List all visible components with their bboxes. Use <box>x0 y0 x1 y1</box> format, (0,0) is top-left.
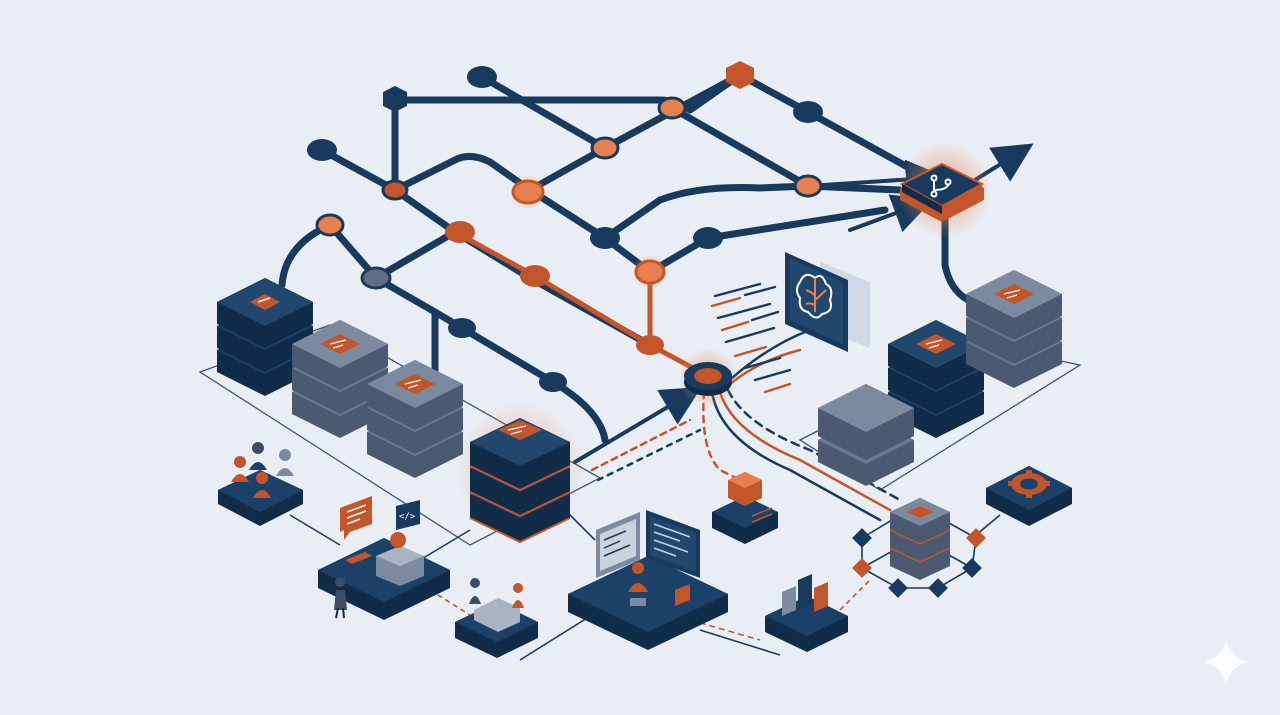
document-icon <box>250 294 280 310</box>
workstation-platform-1 <box>318 532 450 620</box>
network-nodes <box>307 61 823 396</box>
node <box>539 372 567 392</box>
node <box>467 66 497 88</box>
node-orange <box>636 335 664 355</box>
document-icon <box>916 334 956 354</box>
code-tag-label: </> <box>399 512 416 522</box>
ai-brain-panel <box>785 252 870 352</box>
node-orange <box>381 179 409 201</box>
node-orange <box>511 179 545 205</box>
node-orange <box>657 96 687 120</box>
hex-node <box>962 558 982 578</box>
node <box>360 266 392 290</box>
server-stack-navy-left <box>217 278 313 396</box>
node-orange <box>315 213 345 237</box>
developer-platform <box>568 510 728 650</box>
monitor-left <box>596 512 640 578</box>
hex-node <box>928 578 948 598</box>
brain-icon <box>796 273 833 319</box>
node-orange <box>793 174 823 198</box>
highlighted-link <box>452 229 711 379</box>
document-icon <box>395 374 435 394</box>
server-stack-slate-right <box>966 270 1062 388</box>
node-hex <box>383 86 407 112</box>
gear-platform <box>986 466 1072 526</box>
link <box>326 221 459 282</box>
document-icon <box>320 334 360 354</box>
cube-cluster-platform <box>765 574 848 652</box>
node <box>693 227 723 249</box>
node-orange <box>445 221 475 243</box>
link <box>318 146 609 242</box>
code-lines <box>710 282 792 394</box>
node <box>793 101 823 123</box>
server-stack-slate-1 <box>292 320 388 438</box>
link <box>668 104 904 194</box>
hex-network <box>852 498 986 598</box>
server-stack-slate-2 <box>367 360 463 478</box>
node <box>590 227 620 249</box>
chat-bubble <box>340 496 372 540</box>
server-stack-navy-right <box>888 320 984 438</box>
hex-node <box>888 578 908 598</box>
server-stack-highlighted <box>469 418 571 544</box>
node-orange <box>520 265 550 287</box>
central-server <box>889 498 951 580</box>
node <box>448 318 476 338</box>
hex-node <box>966 528 986 548</box>
router-node <box>684 362 732 396</box>
person-figures <box>231 442 294 498</box>
document-icon <box>498 420 542 440</box>
link <box>478 71 744 152</box>
highlighted-path <box>452 229 711 379</box>
desk-platform <box>455 578 538 658</box>
document-icon <box>994 284 1034 304</box>
hub-node <box>899 162 985 222</box>
code-tag-icon: </> <box>396 500 420 530</box>
hex-node <box>852 558 872 578</box>
link <box>601 206 889 276</box>
arrow-into-router <box>573 386 702 464</box>
node <box>307 139 337 161</box>
container-platform <box>712 472 778 544</box>
node-orange <box>590 136 620 160</box>
sparkle-watermark-icon <box>1204 640 1248 684</box>
node-orange <box>634 259 666 285</box>
server-block-slate <box>818 384 914 486</box>
monitor-right <box>646 510 700 578</box>
hex-node <box>852 528 872 548</box>
git-branch-icon <box>930 174 952 198</box>
link <box>941 206 972 304</box>
node-hex-orange <box>726 61 754 89</box>
gear-icon <box>1008 470 1050 498</box>
link <box>601 182 812 242</box>
team-platform <box>218 442 303 526</box>
